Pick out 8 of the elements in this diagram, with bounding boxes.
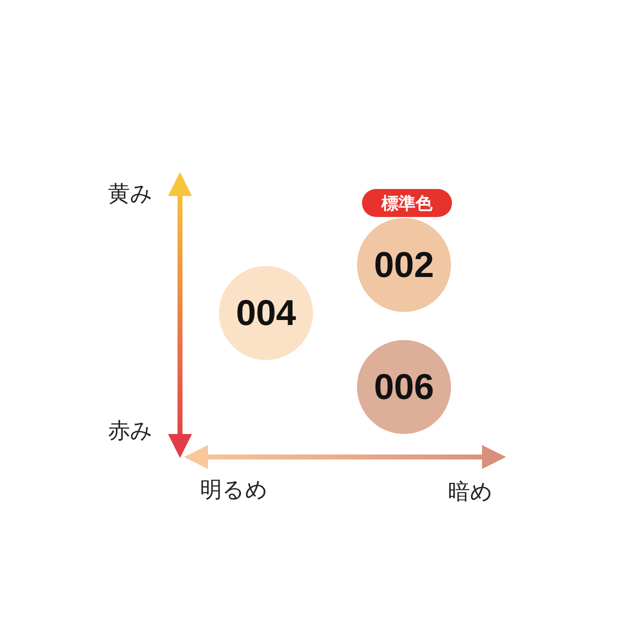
axis-label: 明るめ	[200, 480, 268, 502]
shade-circle: 004	[219, 266, 313, 360]
axis-label: 赤み	[108, 421, 153, 443]
shade-circle: 002	[357, 218, 451, 312]
axis-label: 暗め	[448, 482, 493, 504]
badge: 標準色	[362, 189, 452, 217]
axis-label: 黄み	[108, 184, 153, 206]
shade-circle: 006	[357, 340, 451, 434]
